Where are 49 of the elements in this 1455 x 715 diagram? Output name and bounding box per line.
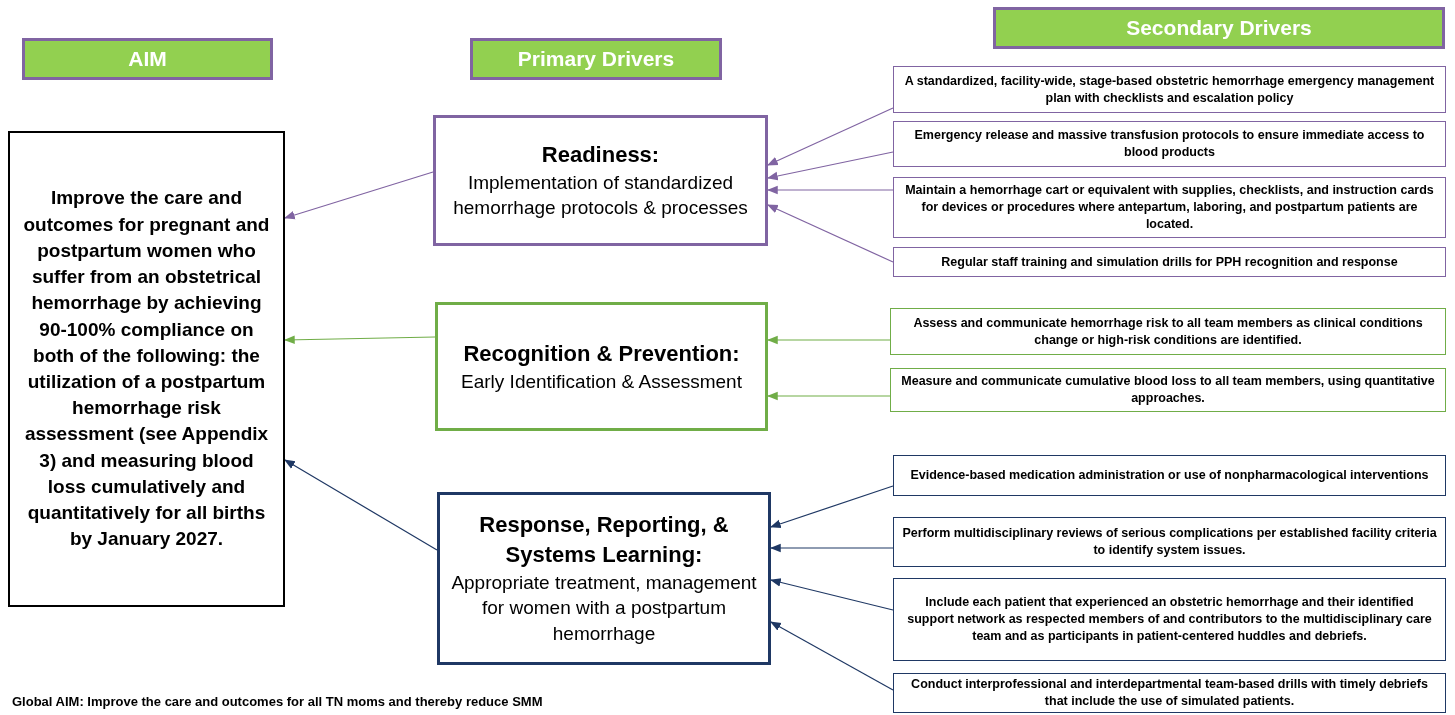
box-text: Primary Drivers: [517, 47, 675, 71]
primary-driver-box: [433, 115, 768, 246]
box-text: Regular staff training and simulation drills for PPH recognition and response: [941, 253, 1398, 271]
header-box: [993, 7, 1445, 49]
aim-box: [8, 131, 285, 607]
arrow: [769, 578, 894, 611]
header-box: [22, 38, 273, 80]
arrow: [770, 485, 894, 528]
secondary-driver-box: [893, 121, 1446, 167]
box-heading: Response, Reporting, & Systems Learning:: [478, 511, 730, 570]
secondary-driver-box: [893, 517, 1446, 567]
arrow: [766, 185, 894, 195]
arrow: [770, 621, 894, 691]
box-text: Conduct interprofessional and interdepartmental team-based drills with timely debriefs that include the use of simulated patients.: [910, 676, 1429, 710]
arrow: [284, 459, 438, 551]
box-text: Appropriate treatment, management for women with a postpartum hemorrhage: [450, 570, 758, 646]
box-text: Assess and communicate hemorrhage risk to all team members as clinical conditions change or high-risk conditions are identified.: [912, 314, 1424, 349]
box-text: A standardized, facility-wide, stage-based obstetric hemorrhage emergency management plan with checklists and escalation policy: [903, 72, 1436, 107]
secondary-driver-box: [890, 368, 1446, 412]
box-text: Evidence-based medication administration or use of nonpharmacological interventions: [910, 467, 1429, 484]
box-text: Early Identification & Assessment: [461, 369, 742, 394]
secondary-driver-box: [890, 308, 1446, 355]
box-heading: Recognition & Prevention:: [463, 339, 740, 368]
secondary-driver-box: [893, 673, 1446, 713]
secondary-driver-box: [893, 455, 1446, 496]
box-text: Include each patient that experienced an obstetric hemorrhage and their identified support network as respected members of and contributors to the multidisciplinary care team and as participants in patient-centered huddles and debriefs.: [906, 594, 1433, 645]
arrow: [766, 391, 891, 401]
secondary-driver-box: [893, 247, 1446, 277]
secondary-driver-box: [893, 177, 1446, 238]
arrow: [766, 335, 891, 345]
primary-driver-box: [435, 302, 768, 431]
footnote: Global AIM: Improve the care and outcomes for all TN moms and thereby reduce SMM: [12, 694, 543, 709]
box-text: Perform multidisciplinary reviews of serious complications per established facility criteria to identify system issues.: [902, 525, 1437, 559]
arrow: [767, 107, 894, 166]
box-text: Maintain a hemorrhage cart or equivalent with supplies, checklists, and instruction cards for devices or procedures where antepartum, laboring, and postpartum patients are located.: [904, 182, 1435, 233]
header-box: [470, 38, 722, 80]
box-heading: Readiness:: [541, 141, 660, 169]
box-text: AIM: [128, 47, 167, 71]
primary-driver-box: [437, 492, 771, 665]
arrow: [767, 204, 894, 263]
box-text: Improve the care and outcomes for pregnant and postpartum women who suffer from an obstetrical hemorrhage by achieving 90-100% compliance on both of the following: the utilization of a postpartum hemorrhage risk assessment (see Appendix 3) and measuring blood loss cumulatively and quantitatively for all births by January 2027.: [22, 186, 271, 552]
box-text: Secondary Drivers: [1126, 16, 1312, 40]
arrow: [766, 151, 894, 181]
arrow: [769, 543, 894, 553]
box-text: Emergency release and massive transfusion protocols to ensure immediate access to blood products: [913, 127, 1426, 161]
box-text: Measure and communicate cumulative blood loss to all team members, using quantitative approaches.: [900, 373, 1436, 407]
box-text: Implementation of standardized hemorrhage protocols & processes: [452, 170, 749, 221]
secondary-driver-box: [893, 66, 1446, 113]
secondary-driver-box: [893, 578, 1446, 661]
